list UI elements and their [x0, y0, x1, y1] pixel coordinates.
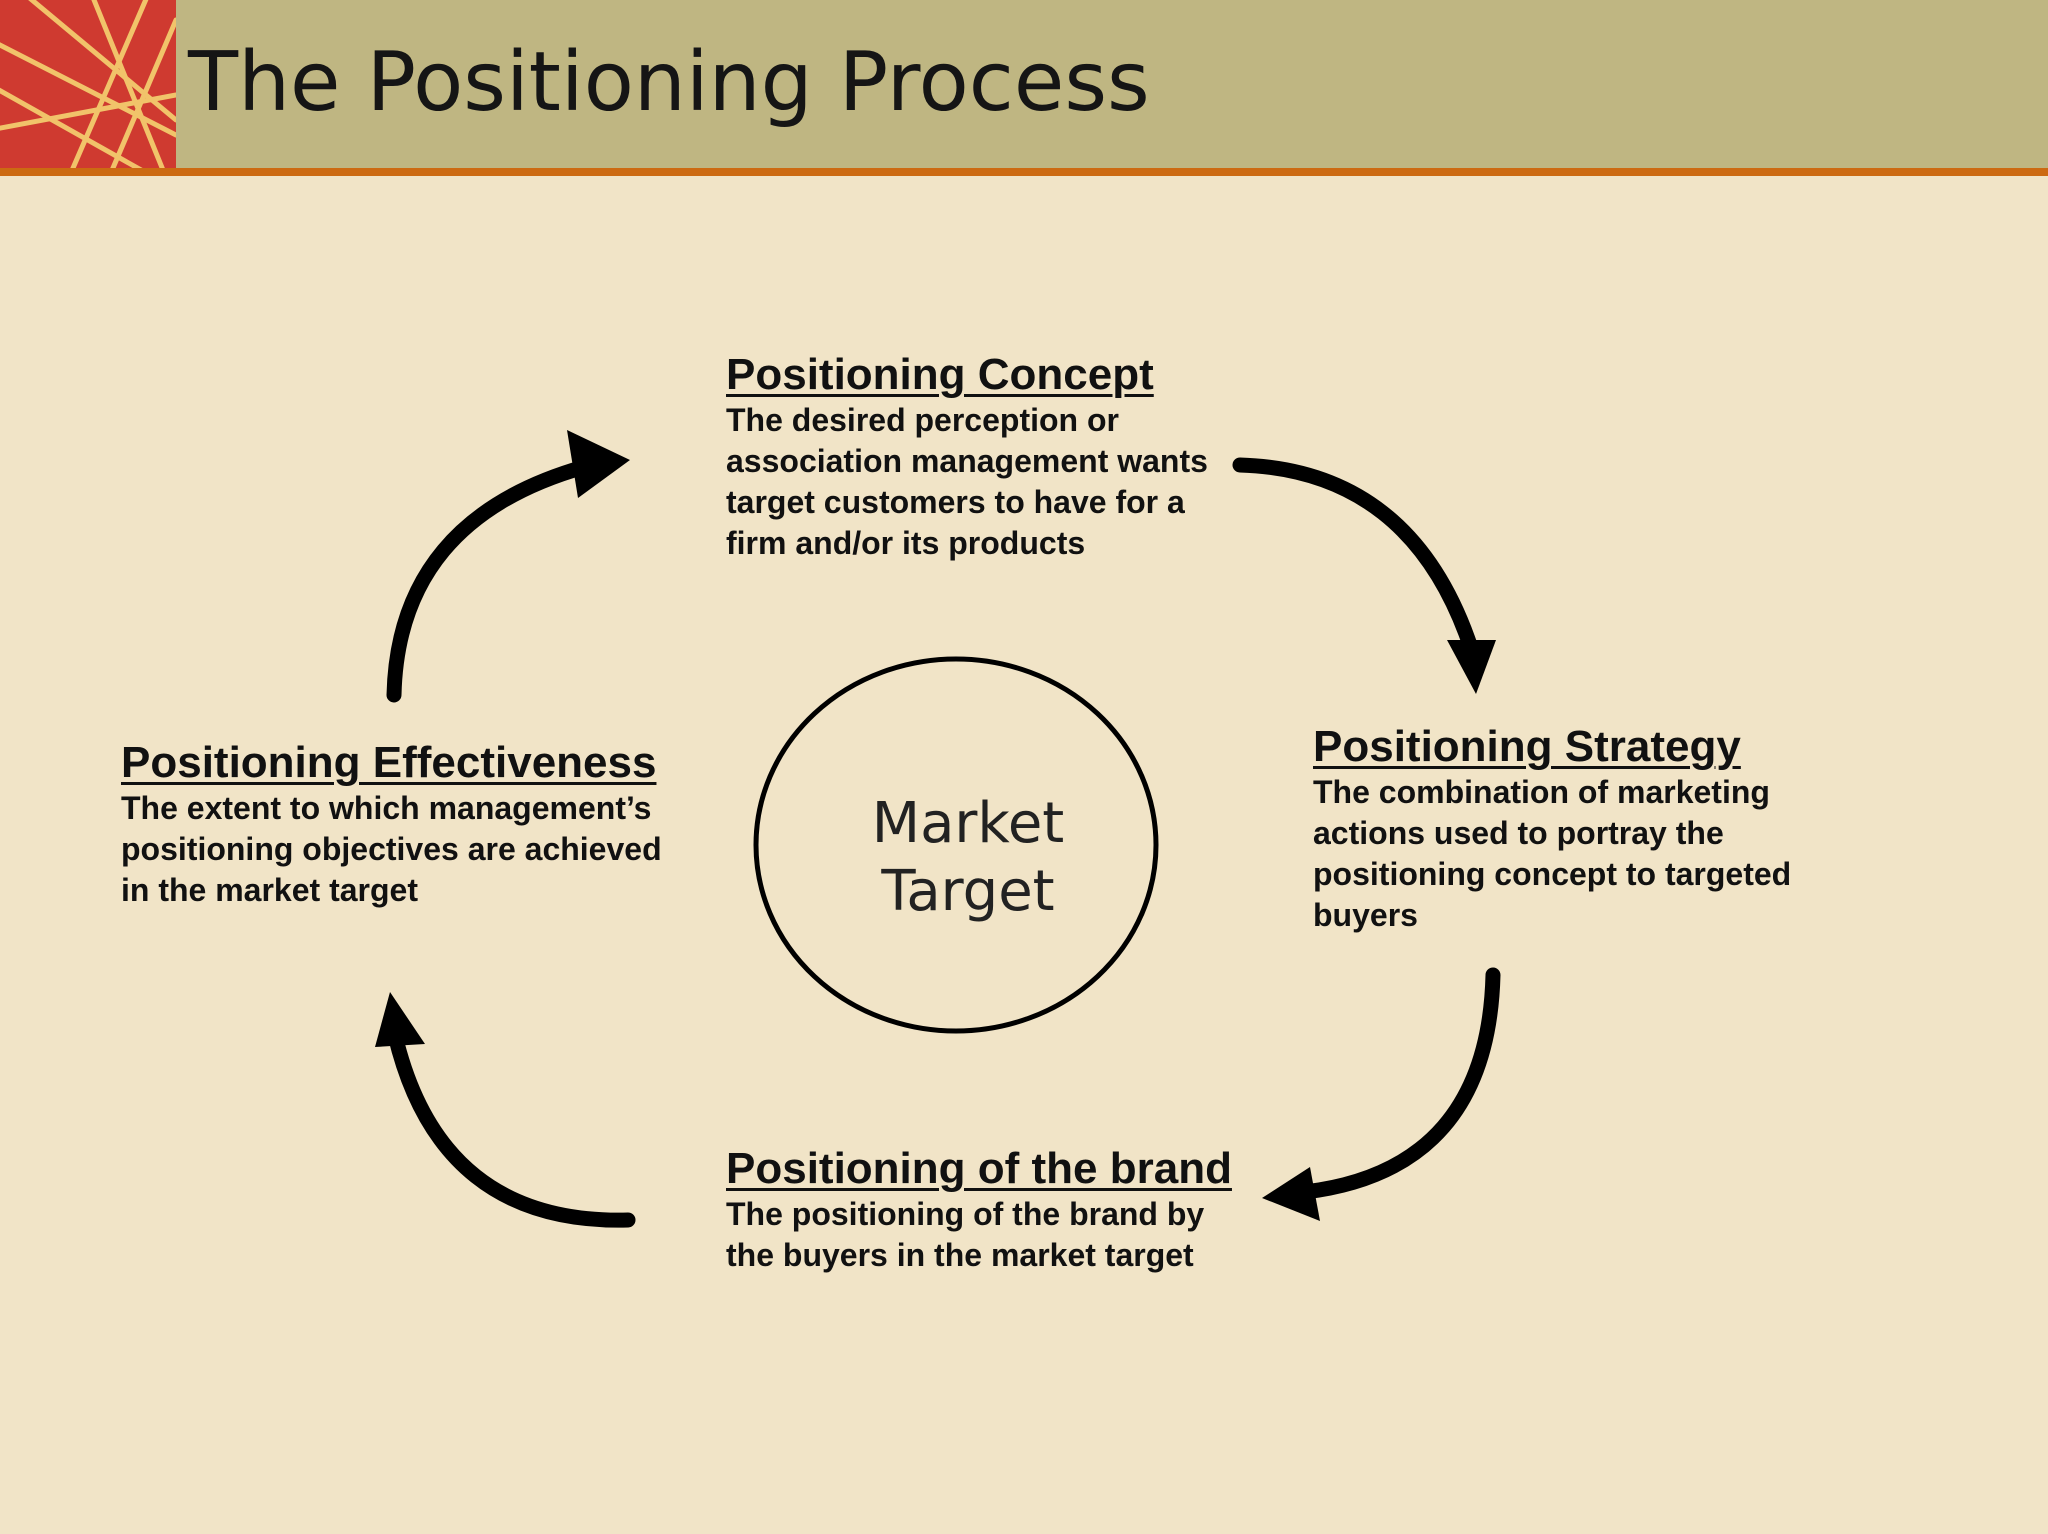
positioning-effectiveness-node: Positioning Effectiveness The extent to … [121, 738, 721, 911]
arrow-concept-to-strategy [1232, 457, 1478, 653]
arrowhead-to-concept [567, 430, 630, 498]
logo [0, 0, 176, 168]
market-target-circle [753, 656, 1159, 1034]
positioning-brand-node: Positioning of the brand The positioning… [726, 1144, 1286, 1276]
positioning-strategy-heading: Positioning Strategy [1313, 722, 1741, 771]
positioning-effectiveness-heading: Positioning Effectiveness [121, 738, 657, 787]
title-bar [0, 0, 2048, 168]
arrowhead-to-brand [1262, 1167, 1320, 1221]
arrow-strategy-to-brand [1297, 967, 1501, 1200]
positioning-strategy-node: Positioning Strategy The combination of … [1313, 722, 1873, 936]
arrowhead-to-effectiveness [375, 992, 425, 1047]
arrow-effectiveness-to-concept [386, 459, 592, 703]
title-bar-rule [0, 168, 2048, 176]
positioning-concept-heading: Positioning Concept [726, 350, 1154, 399]
market-target-label: Market Target [871, 791, 1065, 924]
page-title: The Positioning Process [188, 35, 1150, 130]
positioning-strategy-description: The combination of marketing actions use… [1313, 774, 1792, 933]
positioning-brand-description: The positioning of the brand by the buye… [726, 1196, 1205, 1273]
positioning-effectiveness-description: The extent to which management’s positio… [121, 790, 662, 908]
logo-lines-graphic [0, 0, 176, 168]
positioning-brand-heading: Positioning of the brand [726, 1144, 1232, 1193]
arrow-brand-to-effectiveness [387, 1027, 636, 1228]
positioning-concept-description: The desired perception or association ma… [726, 402, 1208, 561]
positioning-concept-node: Positioning Concept The desired percepti… [726, 350, 1246, 564]
arrowhead-to-strategy [1447, 640, 1496, 694]
